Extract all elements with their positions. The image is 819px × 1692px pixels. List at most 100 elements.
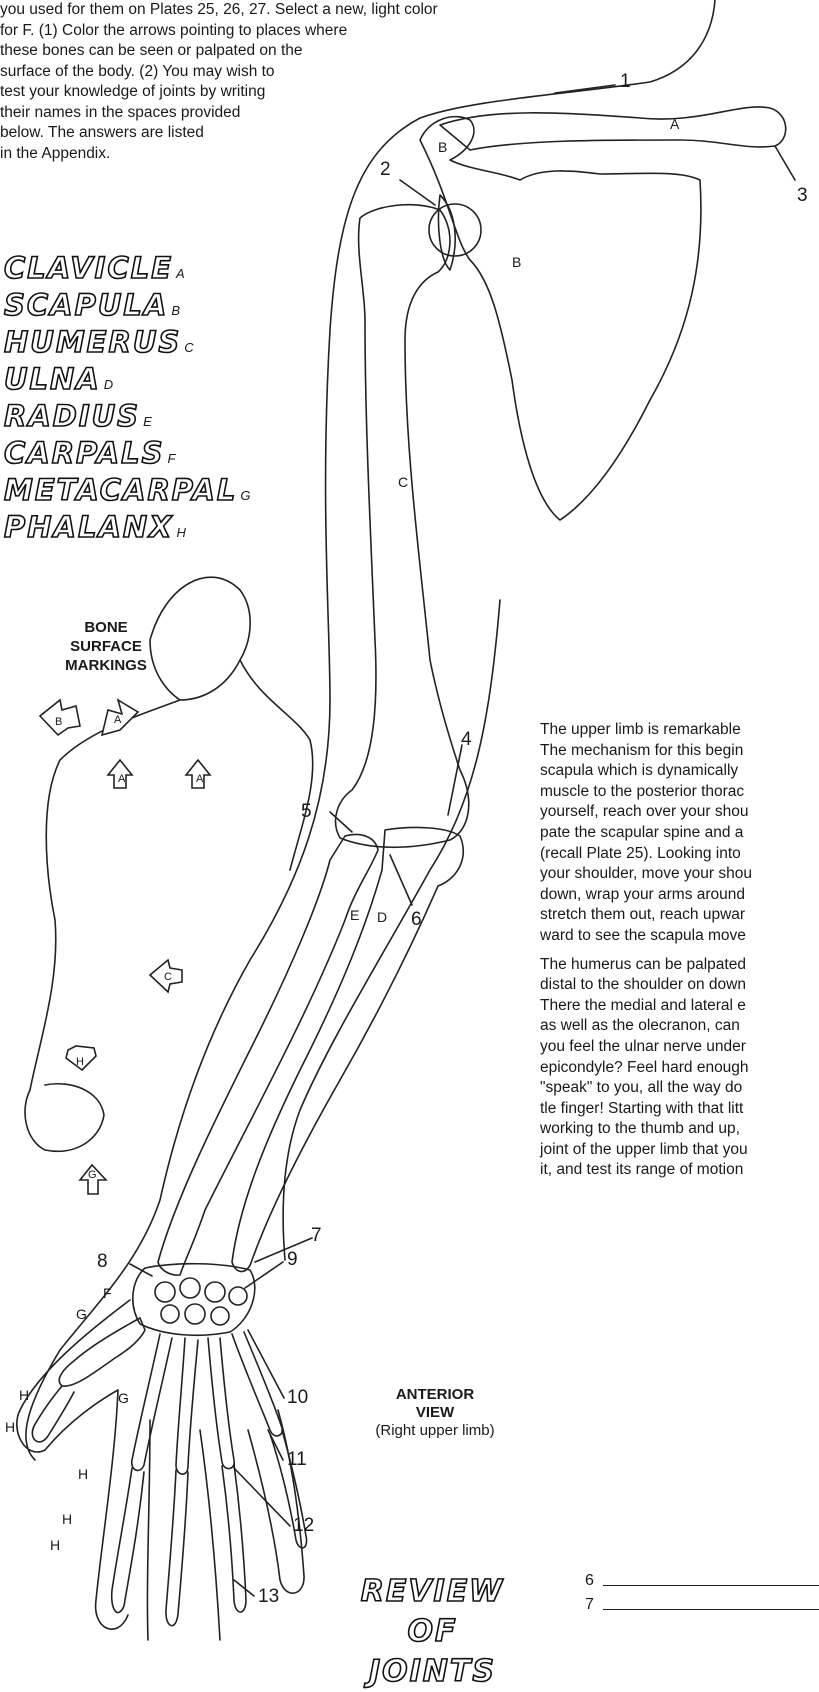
desc-line: working to the thumb and up, xyxy=(540,1119,819,1140)
figure-letter-c: C xyxy=(398,475,408,489)
figure-letter-g2: G xyxy=(118,1391,129,1405)
leader-13 xyxy=(234,1580,254,1596)
figure-letter-b2: B xyxy=(512,255,521,269)
joint-number-10: 10 xyxy=(287,1388,308,1408)
thumb-phalanx xyxy=(32,1386,74,1442)
answer-blank-6[interactable]: 6 xyxy=(585,1566,819,1590)
desc-line: as well as the olecranon, can xyxy=(540,1016,819,1037)
desc-line: yourself, reach over your shou xyxy=(540,802,819,823)
answer-blanks: 6 7 xyxy=(585,1566,819,1614)
answer-blank-number: 7 xyxy=(585,1596,603,1614)
answer-blank-line[interactable] xyxy=(603,1584,819,1586)
desc-line: "speak" to you, all the way do xyxy=(540,1078,819,1099)
figure-letter-g: G xyxy=(76,1307,87,1321)
figure-letter-f: F xyxy=(103,1286,112,1300)
review-title-line: JOINTS xyxy=(325,1652,540,1692)
arrow-letter-g: G xyxy=(88,1168,97,1182)
desc-line: distal to the shoulder on down xyxy=(540,975,819,996)
markings-title-line: BONE xyxy=(48,618,164,637)
leader-2 xyxy=(400,180,435,205)
description-text: The upper limb is remarkable The mechani… xyxy=(540,720,819,1189)
desc-line: The mechanism for this begin xyxy=(540,741,819,762)
figure-fist xyxy=(25,1084,104,1152)
view-title-2: VIEW xyxy=(350,1404,520,1422)
joint-number-2: 2 xyxy=(380,160,391,180)
desc-line: you feel the ulnar nerve under xyxy=(540,1037,819,1058)
scapula-bone xyxy=(420,117,701,520)
joint-number-7: 7 xyxy=(311,1226,322,1246)
figure-letter-a: A xyxy=(670,117,679,131)
arrow-letter-h: H xyxy=(76,1055,84,1069)
markings-title-line: MARKINGS xyxy=(48,656,164,675)
desc-line: pate the scapular spine and a xyxy=(540,823,819,844)
joint-number-12: 12 xyxy=(293,1516,314,1536)
desc-line: scapula which is dynamically xyxy=(540,761,819,782)
figure-letter-h5: H xyxy=(50,1538,60,1552)
description-paragraph-2: The humerus can be palpated distal to th… xyxy=(540,955,819,1182)
radius-bone xyxy=(158,835,378,1276)
desc-line: stretch them out, reach upwar xyxy=(540,905,819,926)
leader-3 xyxy=(775,146,795,180)
arrow-letter-b: B xyxy=(55,715,62,729)
ulna-bone xyxy=(232,828,463,1272)
leader-12 xyxy=(234,1468,290,1526)
leader-6 xyxy=(390,855,412,905)
leader-5 xyxy=(330,812,352,832)
review-title-line: REVIEW xyxy=(325,1572,540,1612)
desc-line: The upper limb is remarkable xyxy=(540,720,819,741)
joint-number-3: 3 xyxy=(797,186,808,206)
review-title-line: OF xyxy=(325,1612,540,1652)
desc-line: down, wrap your arms around xyxy=(540,885,819,906)
arrow-letter-a: A xyxy=(114,713,121,727)
arrow-letter-a2: A xyxy=(118,772,125,786)
figure-letter-h3: H xyxy=(78,1467,88,1481)
limb-outline-inner xyxy=(283,600,500,1260)
figure-letter-h2: H xyxy=(5,1420,15,1434)
index-phalanx xyxy=(112,1468,144,1613)
thumb-metacarpal xyxy=(59,1318,145,1386)
joint-number-8: 8 xyxy=(97,1252,108,1272)
figure-letter-h: H xyxy=(19,1388,29,1402)
desc-line: ward to see the scapula move xyxy=(540,926,819,947)
bone-surface-markings-title: BONE SURFACE MARKINGS xyxy=(48,618,164,675)
figure-letter-d: D xyxy=(377,910,387,924)
description-paragraph-1: The upper limb is remarkable The mechani… xyxy=(540,720,819,947)
desc-line: muscle to the posterior thorac xyxy=(540,782,819,803)
joint-number-11: 11 xyxy=(287,1450,307,1470)
ring-phalanx xyxy=(222,1464,246,1612)
markings-title-line: SURFACE xyxy=(48,637,164,656)
desc-line: epicondyle? Feel hard enough xyxy=(540,1058,819,1079)
joint-number-13: 13 xyxy=(258,1587,279,1607)
figure-letter-b: B xyxy=(438,140,447,154)
arrow-letter-a3: A xyxy=(196,772,203,786)
leader-1 xyxy=(555,85,615,93)
middle-metacarpal xyxy=(176,1338,198,1474)
desc-line: tle finger! Starting with that litt xyxy=(540,1099,819,1120)
middle-phalanx xyxy=(166,1470,188,1626)
desc-line: your shoulder, move your shou xyxy=(540,864,819,885)
index-metacarpal xyxy=(132,1334,172,1470)
figure-letter-e: E xyxy=(350,908,359,922)
answer-blank-number: 6 xyxy=(585,1572,603,1590)
desc-line: joint of the upper limb that you xyxy=(540,1140,819,1161)
answer-blank-line[interactable] xyxy=(603,1608,819,1610)
desc-line: it, and test its range of motion xyxy=(540,1160,819,1181)
leader-9 xyxy=(245,1262,283,1288)
view-title: ANTERIOR xyxy=(350,1386,520,1404)
ring-metacarpal xyxy=(208,1338,234,1469)
leader-8 xyxy=(130,1264,152,1276)
joint-number-1: 1 xyxy=(620,72,631,92)
anterior-view-label: ANTERIOR VIEW (Right upper limb) xyxy=(350,1386,520,1440)
clavicle-bone xyxy=(440,107,786,150)
desc-line: There the medial and lateral e xyxy=(540,996,819,1017)
arrow-letter-c: C xyxy=(164,970,172,984)
desc-line: (recall Plate 25). Looking into xyxy=(540,844,819,865)
humerus-bone xyxy=(336,205,469,848)
desc-line: The humerus can be palpated xyxy=(540,955,819,976)
joint-number-6: 6 xyxy=(411,910,422,930)
joint-number-4: 4 xyxy=(461,730,472,750)
view-subtitle: (Right upper limb) xyxy=(375,1422,494,1439)
review-of-joints-title: REVIEW OF JOINTS xyxy=(325,1572,540,1692)
answer-blank-7[interactable]: 7 xyxy=(585,1590,819,1614)
joint-number-9: 9 xyxy=(287,1250,298,1270)
